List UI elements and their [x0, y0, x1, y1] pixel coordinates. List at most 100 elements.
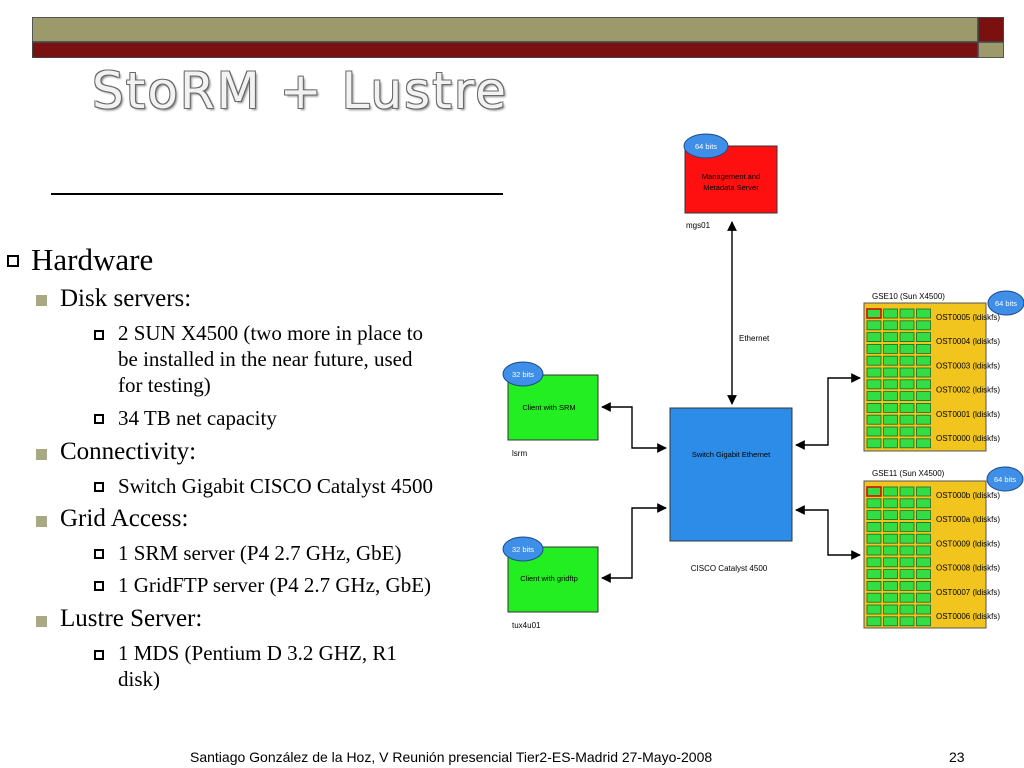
disk-slot — [899, 402, 915, 413]
disk-slot — [916, 414, 931, 425]
disk-slot — [899, 498, 915, 509]
srm-host: lsrm — [512, 449, 527, 458]
disk-slot — [916, 522, 931, 532]
disk-slot — [916, 498, 931, 509]
disk-slot — [916, 510, 931, 521]
disk-slot — [883, 581, 898, 591]
disk-slot — [866, 402, 882, 413]
disk-slot — [866, 391, 882, 402]
disk-slot — [883, 355, 898, 366]
disk-slot — [883, 391, 898, 402]
bullet-disk-2: 34 TB net capacity — [118, 406, 277, 430]
disk-slot — [866, 592, 882, 603]
srm-badge — [502, 361, 544, 387]
disk-slot — [883, 438, 898, 449]
disk-slot — [883, 343, 898, 354]
disk-slot — [883, 320, 898, 331]
disk-slot — [899, 545, 915, 556]
disk-slot — [883, 498, 898, 509]
disk-slot — [883, 379, 898, 390]
disk-slot — [866, 426, 882, 437]
hollow-square-bullet-icon — [94, 414, 104, 424]
filled-square-bullet-icon — [36, 516, 47, 527]
disk-slot — [916, 320, 931, 331]
filled-square-bullet-icon — [36, 449, 47, 460]
disk-slot — [866, 414, 882, 425]
mgs-host: mgs01 — [686, 221, 711, 230]
disk-slot — [866, 332, 882, 343]
gse10-server: GSE10 (Sun X4500) OST0005 (ldiskfs) OST00… — [863, 290, 1024, 452]
disk-slot — [916, 379, 931, 390]
title-underline — [51, 193, 503, 195]
ost-label: OST0004 (ldiskfs) — [936, 337, 1000, 346]
filled-square-bullet-icon — [36, 295, 47, 306]
disk-slot — [866, 557, 882, 568]
disk-slot — [899, 486, 915, 497]
ost-label: OST0005 (ldiskfs) — [936, 313, 1000, 322]
switch-box — [669, 407, 793, 542]
gse10-title: GSE10 (Sun X4500) — [872, 292, 945, 301]
disk-slot — [916, 332, 931, 343]
disk-slot — [899, 379, 915, 390]
disk-slot — [916, 592, 931, 603]
disk-slot — [883, 522, 898, 532]
disk-slot — [916, 426, 931, 437]
disk-slot — [866, 616, 882, 627]
disk-slot — [899, 391, 915, 402]
bullet-lustre-server: Lustre Server: — [60, 605, 203, 632]
hollow-square-bullet-icon — [94, 581, 104, 591]
disk-slot — [899, 569, 915, 579]
gridftp-switch-link — [601, 503, 667, 583]
header-band-top — [32, 17, 978, 42]
disk-slot — [883, 308, 898, 319]
gse11-ost-labels: OST000b (ldiskfs)OST000a (ldiskfs)OST000… — [936, 491, 1000, 621]
disk-slot — [899, 522, 915, 532]
gse11-badge — [986, 466, 1024, 492]
disk-slot — [883, 367, 898, 378]
mgs-badge — [683, 133, 729, 159]
switch-gse10-link — [795, 373, 861, 450]
disk-slot — [899, 414, 915, 425]
hollow-square-bullet-icon — [94, 549, 104, 559]
bullet-grid-1: 1 SRM server (P4 2.7 GHz, GbE) — [118, 541, 402, 565]
disk-slot — [883, 332, 898, 343]
disk-slot — [916, 402, 931, 413]
srm-switch-link — [601, 402, 667, 453]
disk-slot — [866, 510, 882, 521]
gse10-disk-grid — [866, 308, 931, 449]
slide-footer: Santiago González de la Hoz, V Reunión p… — [190, 749, 713, 765]
header-corner-olive — [978, 42, 1004, 58]
switch-label: Switch Gigabit Ethernet — [692, 450, 771, 459]
ost-label: OST0002 (ldiskfs) — [936, 386, 1000, 395]
bullet-connectivity: Connectivity: — [60, 438, 197, 465]
disk-slot — [899, 581, 915, 591]
ost-label: OST000a (ldiskfs) — [936, 515, 1000, 524]
disk-slot — [883, 510, 898, 521]
ost-label: OST0003 (ldiskfs) — [936, 361, 1000, 370]
disk-slot — [883, 569, 898, 579]
disk-slot — [866, 379, 882, 390]
disk-slot — [916, 367, 931, 378]
disk-slot — [866, 581, 882, 591]
disk-slot — [899, 426, 915, 437]
disk-slot — [899, 616, 915, 627]
gse10-badge — [987, 290, 1024, 316]
disk-slot — [899, 592, 915, 603]
disk-slot — [899, 367, 915, 378]
gridftp-badge — [502, 536, 544, 562]
disk-slot — [866, 569, 882, 579]
slide-title: StoRM + Lustre — [92, 62, 509, 120]
disk-slot — [883, 402, 898, 413]
gridftp-badge-label: 32 bits — [512, 545, 534, 554]
disk-slot — [866, 604, 882, 615]
disk-slot — [916, 343, 931, 354]
disk-slot — [883, 616, 898, 627]
disk-slot — [866, 343, 882, 354]
disk-slot — [916, 581, 931, 591]
disk-slot — [916, 308, 931, 319]
disk-slot — [883, 486, 898, 497]
disk-slot — [916, 569, 931, 579]
ost-label: OST000b (ldiskfs) — [936, 491, 1000, 500]
disk-slot — [883, 414, 898, 425]
